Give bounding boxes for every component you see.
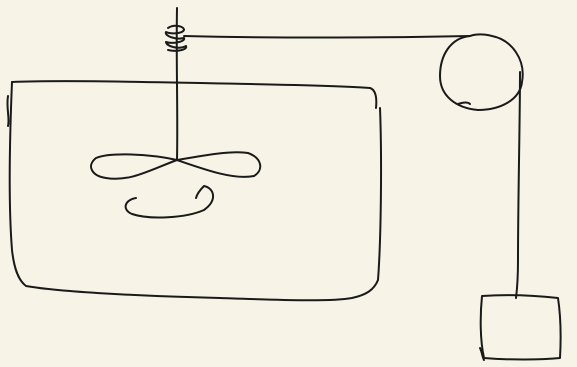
paddle-blade-left	[90, 153, 178, 180]
paddle-shaft	[175, 7, 179, 161]
spindle-coil	[164, 24, 188, 52]
paddle-wheel	[90, 7, 262, 219]
hanging-weight	[479, 294, 562, 361]
string-vertical	[515, 71, 521, 299]
paddle-blade-right	[176, 151, 262, 178]
pulley	[439, 33, 524, 111]
string-horizontal	[183, 35, 471, 39]
water-tank	[6, 80, 383, 302]
rotation-arrow	[124, 185, 214, 219]
